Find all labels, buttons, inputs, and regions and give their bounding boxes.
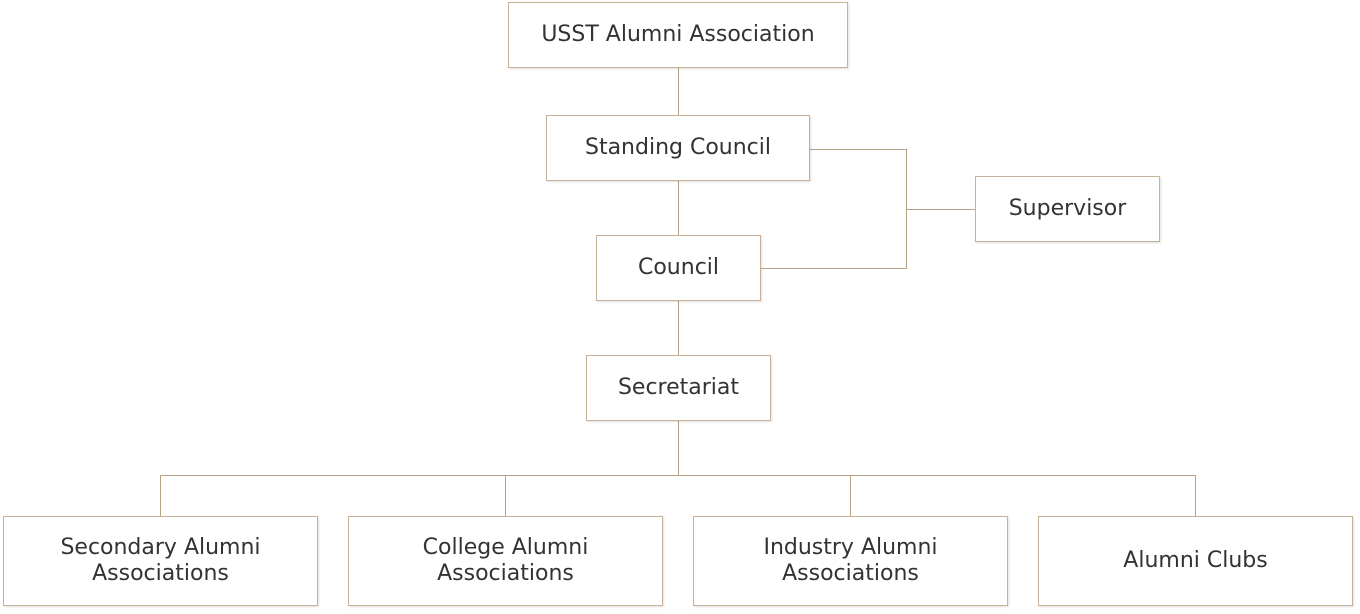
node-secondary-alumni-associations: Secondary Alumni Associations — [3, 516, 318, 606]
node-label: Alumni Clubs — [1123, 548, 1268, 573]
node-label-line1: Secondary Alumni — [60, 535, 261, 560]
node-label-line1: Industry Alumni — [763, 535, 938, 560]
node-alumni-association: USST Alumni Association — [508, 2, 848, 68]
node-standing-council: Standing Council — [546, 115, 810, 181]
node-label-line2: Associations — [92, 561, 229, 586]
node-college-alumni-associations: College Alumni Associations — [348, 516, 663, 606]
node-label-line1: College Alumni — [422, 535, 589, 560]
node-label: Supervisor — [1008, 196, 1127, 221]
node-secretariat: Secretariat — [586, 355, 771, 421]
node-label-line2: Associations — [782, 561, 919, 586]
node-industry-alumni-associations: Industry Alumni Associations — [693, 516, 1008, 606]
node-label: Secretariat — [617, 375, 740, 400]
node-label: Standing Council — [584, 135, 772, 160]
node-label: USST Alumni Association — [541, 22, 815, 47]
node-alumni-clubs: Alumni Clubs — [1038, 516, 1353, 606]
node-label: Council — [637, 255, 720, 280]
node-supervisor: Supervisor — [975, 176, 1160, 242]
node-label-line2: Associations — [437, 561, 574, 586]
node-council: Council — [596, 235, 761, 301]
